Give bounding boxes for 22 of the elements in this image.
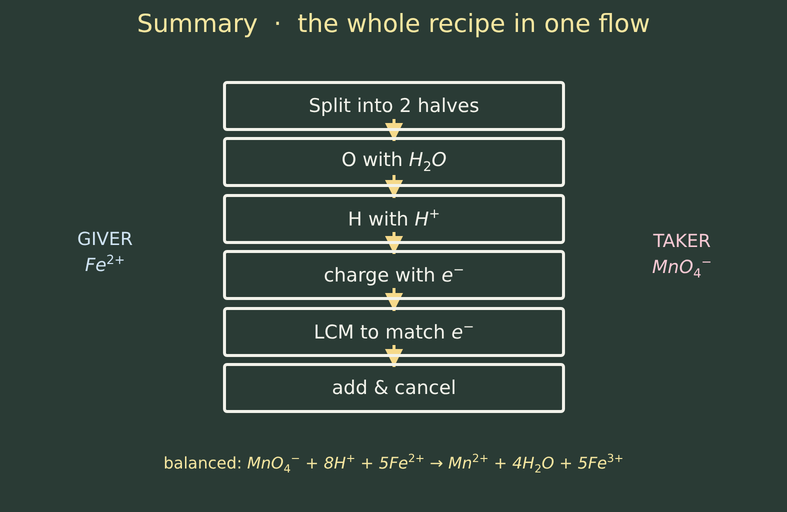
process-box	[223, 81, 565, 131]
step-text: O with H$_{2}$O	[341, 149, 447, 175]
ion-formula: Fe$^{2+}$	[84, 252, 126, 276]
role-label: TAKER	[652, 231, 712, 252]
arrow	[385, 345, 403, 367]
step-text: charge with e$^{−}$	[324, 263, 464, 287]
arrow	[385, 232, 403, 254]
process-box	[223, 137, 565, 187]
process-box	[223, 194, 565, 244]
process-box	[223, 250, 565, 300]
arrow	[385, 119, 403, 141]
arrow	[385, 288, 403, 311]
role-label: GIVER	[76, 229, 134, 250]
process-box	[223, 307, 565, 357]
arrow	[385, 175, 403, 198]
title: Summary · the whole recipe in one flow	[136, 9, 652, 38]
step-text: Split into 2 halves	[308, 95, 480, 117]
step-text: add & cancel	[332, 377, 456, 399]
process-box	[223, 363, 565, 413]
balanced-equation: balanced: MnO$_{4}$$^{−}$ + 8H$^{+}$ + 5Fe$^{2+}$ → Mn$^{2+}$ + 4H$_{2}$O + 5Fe$^{3+}$	[162, 452, 624, 476]
step-text: H with H$^{+}$	[348, 207, 440, 231]
step-text: LCM to match e$^{−}$	[314, 320, 474, 344]
